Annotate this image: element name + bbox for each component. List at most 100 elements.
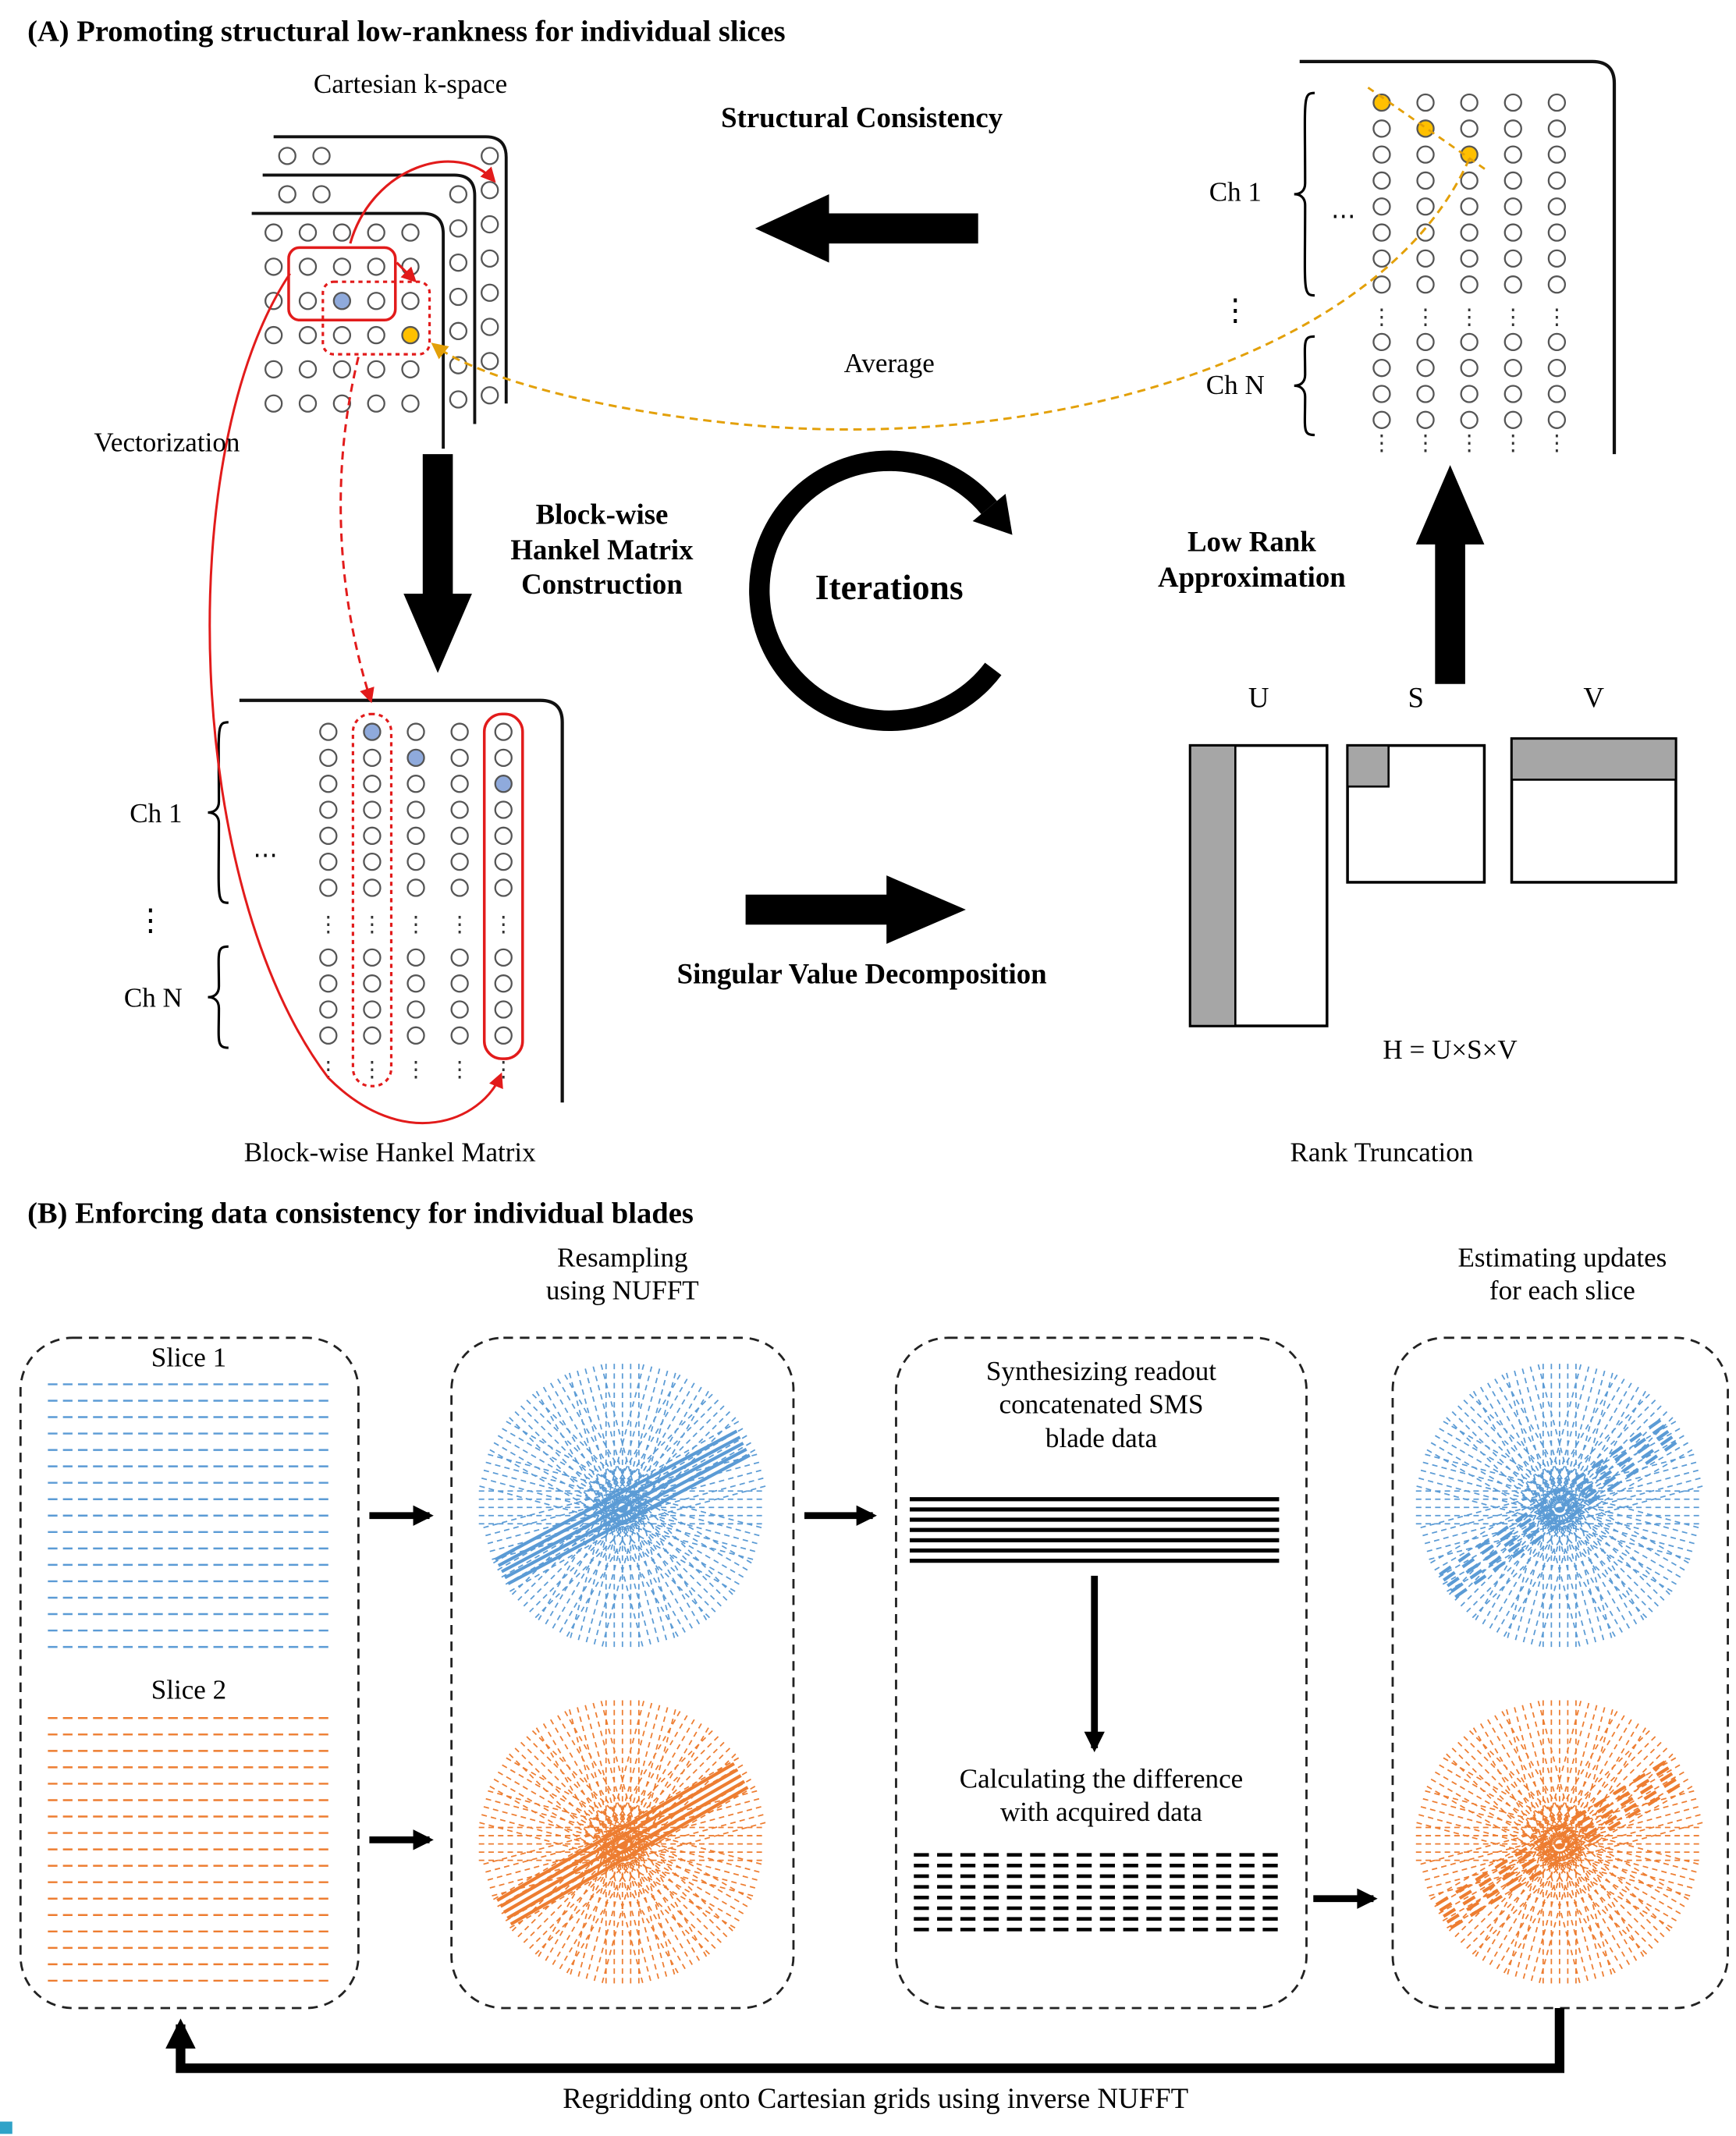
svg-text:⋮: ⋮ bbox=[1371, 306, 1393, 330]
svg-text:⋮: ⋮ bbox=[449, 913, 470, 937]
synthesizing-label: Synthesizing readout concatenated SMS bl… bbox=[985, 1357, 1217, 1454]
regridding-feedback-arrow bbox=[165, 2007, 1565, 2074]
cartesian-kspace-stack bbox=[251, 135, 508, 449]
lm-vdots: ⋮ bbox=[135, 903, 166, 938]
panel-a-title: (A) Promoting structural low-rankness fo… bbox=[27, 13, 786, 48]
panel-b-title: (B) Enforcing data consistency for indiv… bbox=[27, 1195, 694, 1230]
svg-text:⋮: ⋮ bbox=[1502, 306, 1524, 330]
svg-text:⋮: ⋮ bbox=[405, 1058, 427, 1082]
structural-consistency-label: Structural Consistency bbox=[721, 101, 1003, 134]
svg-text:⋮: ⋮ bbox=[1546, 306, 1567, 330]
h-equation: H = U×S×V bbox=[1383, 1035, 1518, 1066]
lm-chN-label: Ch N bbox=[123, 983, 183, 1014]
resampling-label: Resampling using NUFFT bbox=[545, 1243, 699, 1308]
arrow-svd-right bbox=[745, 875, 966, 944]
svg-text:⋮: ⋮ bbox=[361, 913, 383, 937]
hankel-column-dashed bbox=[351, 712, 393, 1088]
sms-blade-lines bbox=[910, 1497, 1280, 1563]
resampling-box bbox=[450, 1336, 795, 2010]
slice2-kspace-lines bbox=[48, 1717, 328, 1982]
kernel-sweep-arrow bbox=[349, 160, 496, 244]
hankel-matrix-border bbox=[239, 698, 564, 1103]
svg-text:⋮: ⋮ bbox=[1546, 431, 1567, 456]
arrow-consistency-left bbox=[754, 193, 978, 263]
slice1-label: Slice 1 bbox=[151, 1343, 227, 1374]
hankel-matrix-samples: ⋮⋮⋮⋮⋮⋮⋮⋮⋮⋮ bbox=[318, 722, 514, 1082]
vectorization-dashed-arrow bbox=[339, 357, 375, 704]
v-label: V bbox=[1583, 681, 1604, 715]
v-matrix-rank-block bbox=[1511, 737, 1677, 781]
calculating-label: Calculating the difference with acquired… bbox=[959, 1764, 1244, 1829]
svg-text:⋮: ⋮ bbox=[1502, 431, 1524, 456]
slices-box bbox=[19, 1336, 360, 2010]
arrow-lowrank-up bbox=[1415, 465, 1485, 684]
kspace-sheet-middle bbox=[262, 173, 477, 424]
difference-lines bbox=[914, 1853, 1283, 1932]
rm-vdots: ⋮ bbox=[1220, 293, 1251, 328]
lm-chN-brace bbox=[208, 945, 229, 1049]
lm-ch1-brace bbox=[208, 721, 229, 904]
slice2-label: Slice 2 bbox=[151, 1675, 227, 1706]
pipeline-boxes bbox=[19, 1336, 1729, 2010]
svg-text:⋮: ⋮ bbox=[492, 1058, 514, 1082]
blue-propeller-resampled bbox=[478, 1364, 766, 1652]
hankel-column-solid bbox=[482, 712, 524, 1060]
rank-truncation-label: Rank Truncation bbox=[1290, 1137, 1474, 1169]
orange-propeller-updated bbox=[1415, 1700, 1703, 1988]
rm-hdots: ⋯ bbox=[1331, 202, 1356, 230]
svg-text:⋮: ⋮ bbox=[1415, 431, 1436, 456]
svg-text:⋮: ⋮ bbox=[1458, 306, 1480, 330]
regridding-label: Regridding onto Cartesian grids using in… bbox=[563, 2081, 1189, 2115]
low-rank-label: Low Rank Approximation bbox=[1157, 525, 1346, 594]
svg-text:⋮: ⋮ bbox=[318, 913, 339, 937]
rm-ch1-label: Ch 1 bbox=[1209, 177, 1262, 208]
svg-text:⋮: ⋮ bbox=[405, 913, 427, 937]
svd-matrices bbox=[1188, 737, 1677, 1027]
svg-text:⋮: ⋮ bbox=[449, 1058, 470, 1082]
bottom-left-artifact bbox=[0, 2121, 12, 2134]
estimating-label: Estimating updates for each slice bbox=[1457, 1243, 1667, 1308]
kspace-sheet-back bbox=[273, 135, 508, 404]
svg-text:⋮: ⋮ bbox=[1415, 306, 1436, 330]
vectorization-solid-arrow bbox=[208, 272, 503, 1125]
slice1-kspace-lines bbox=[48, 1383, 328, 1648]
arrow-hankel-down bbox=[403, 454, 472, 673]
block-arrows bbox=[403, 193, 1485, 944]
lm-hdots: ⋯ bbox=[253, 841, 278, 869]
hankel-construction-label: Block-wise Hankel Matrix Construction bbox=[510, 498, 694, 601]
flow-arrows bbox=[165, 1505, 1565, 2074]
average-curve bbox=[431, 158, 1471, 431]
kernel-window-solid bbox=[287, 246, 397, 322]
red-connectors bbox=[208, 272, 503, 1125]
kernel-shift-arrow bbox=[396, 261, 417, 283]
kspace-samples bbox=[264, 147, 499, 413]
cartesian-kspace-label: Cartesian k-space bbox=[313, 69, 508, 100]
rm-chN-label: Ch N bbox=[1205, 371, 1265, 401]
lm-ch1-label: Ch 1 bbox=[130, 798, 183, 829]
blue-propeller-updated bbox=[1415, 1364, 1703, 1652]
svg-text:⋮: ⋮ bbox=[1458, 431, 1480, 456]
kspace-sheet-front bbox=[251, 211, 446, 449]
orange-propeller-resampled bbox=[478, 1700, 766, 1988]
rm-ch1-brace bbox=[1294, 91, 1315, 297]
iterations-circular-arrow bbox=[749, 450, 1013, 731]
hankel-matrix-graphic: ⋮⋮⋮⋮⋮⋮⋮⋮⋮⋮ bbox=[208, 698, 564, 1103]
s-label: S bbox=[1408, 681, 1425, 715]
svg-text:⋮: ⋮ bbox=[361, 1058, 383, 1082]
kernel-window-dashed bbox=[321, 280, 431, 356]
rm-chN-brace bbox=[1294, 335, 1315, 437]
u-matrix-rank-block bbox=[1189, 744, 1237, 1027]
consistency-matrix: ⋮ ⋮ ⋮ ⋮ ⋮ ⋮ ⋮ ⋮ ⋮ ⋮ bbox=[1294, 59, 1617, 456]
consistency-matrix-samples: ⋮ ⋮ ⋮ ⋮ ⋮ ⋮ ⋮ ⋮ ⋮ ⋮ bbox=[1371, 93, 1567, 456]
consistency-matrix-border bbox=[1299, 59, 1617, 455]
hankel-matrix-label: Block-wise Hankel Matrix bbox=[243, 1137, 536, 1169]
svg-text:⋮: ⋮ bbox=[1371, 431, 1393, 456]
svg-text:⋮: ⋮ bbox=[492, 913, 514, 937]
u-label: U bbox=[1248, 681, 1269, 715]
synthesis-box bbox=[895, 1336, 1308, 2010]
s-matrix-rank-block bbox=[1346, 744, 1390, 788]
iterations-label: Iterations bbox=[815, 567, 964, 608]
